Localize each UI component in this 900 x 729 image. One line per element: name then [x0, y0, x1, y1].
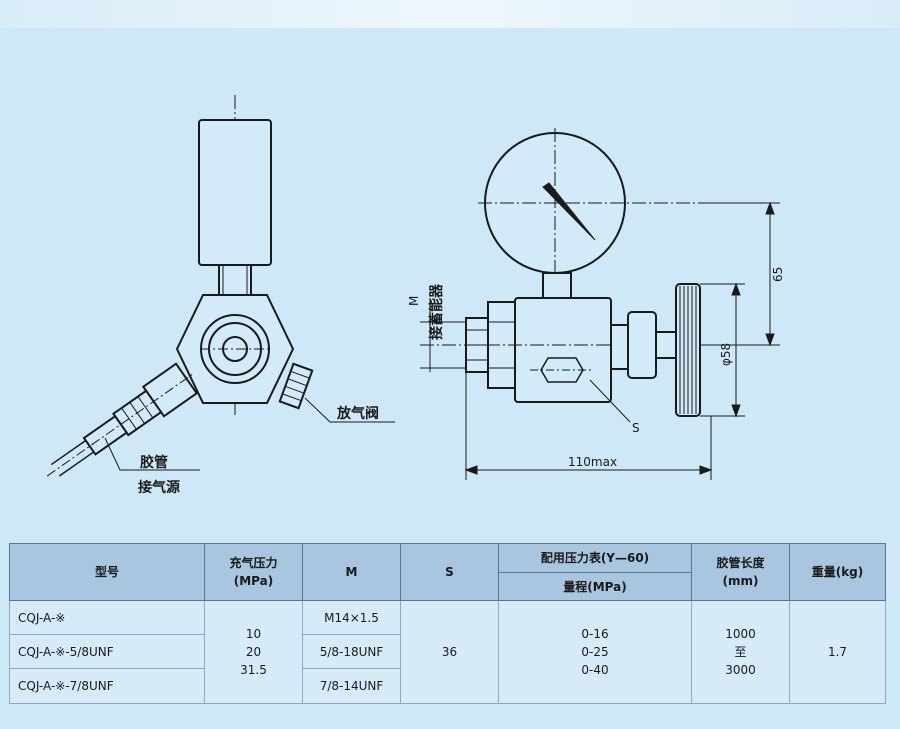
cell-m: 5/8-18UNF: [302, 634, 401, 669]
cell-s: 36: [400, 600, 499, 704]
table-row: CQJ-A-※-7/8UNF 7/8-14UNF: [9, 668, 886, 704]
label-gas-source: 接气源: [138, 479, 180, 496]
label-vent-valve: 放气阀: [336, 405, 379, 422]
cell-m: M14×1.5: [302, 600, 401, 635]
label-connect-accumulator: 接蓄能器: [428, 283, 445, 340]
gauge-needle: [542, 182, 596, 241]
cell-m: 7/8-14UNF: [302, 668, 401, 704]
header-gauge: 配用压力表(Y—60): [498, 543, 692, 573]
dim-phi58: φ58: [719, 343, 733, 366]
table-row: CQJ-A-※-5/8UNF 5/8-18UNF: [9, 634, 886, 669]
label-s: S: [632, 421, 640, 435]
dim-65: 65: [771, 267, 785, 282]
vent-valve: [278, 362, 314, 410]
label-hose: 胶管: [140, 454, 168, 471]
cell-model: CQJ-A-※: [9, 600, 205, 635]
header-range: 量程(MPa): [498, 572, 692, 601]
right-view: [420, 128, 780, 480]
spec-table: 型号 充气压力 (MPa) M S 配用压力表(Y—60) 胶管长度 (mm) …: [9, 543, 886, 704]
gauge-body-side: [198, 119, 272, 266]
header-s: S: [400, 543, 499, 601]
left-view: [46, 95, 395, 477]
header-charge-pressure: 充气压力 (MPa): [204, 543, 303, 601]
cell-model: CQJ-A-※-5/8UNF: [9, 634, 205, 669]
header-model: 型号: [9, 543, 205, 601]
cell-pressure: 10 20 31.5: [204, 600, 303, 704]
hose-fitting: [46, 362, 199, 477]
cell-range: 0-16 0-25 0-40: [498, 600, 692, 704]
dim-m: M: [407, 296, 421, 306]
header-hose-length: 胶管长度 (mm): [691, 543, 790, 601]
cell-model: CQJ-A-※-7/8UNF: [9, 668, 205, 704]
technical-drawing: 胶管 接气源 放气阀: [46, 95, 785, 496]
cell-hose-length: 1000 至 3000: [691, 600, 790, 704]
table-row: CQJ-A-※ 10 20 31.5 M14×1.5 36 0-16 0-25 …: [9, 600, 886, 704]
dim-110max: 110max: [568, 455, 617, 469]
cell-weight: 1.7: [789, 600, 886, 704]
top-band: [0, 0, 900, 28]
header-weight: 重量(kg): [789, 543, 886, 601]
header-m: M: [302, 543, 401, 601]
